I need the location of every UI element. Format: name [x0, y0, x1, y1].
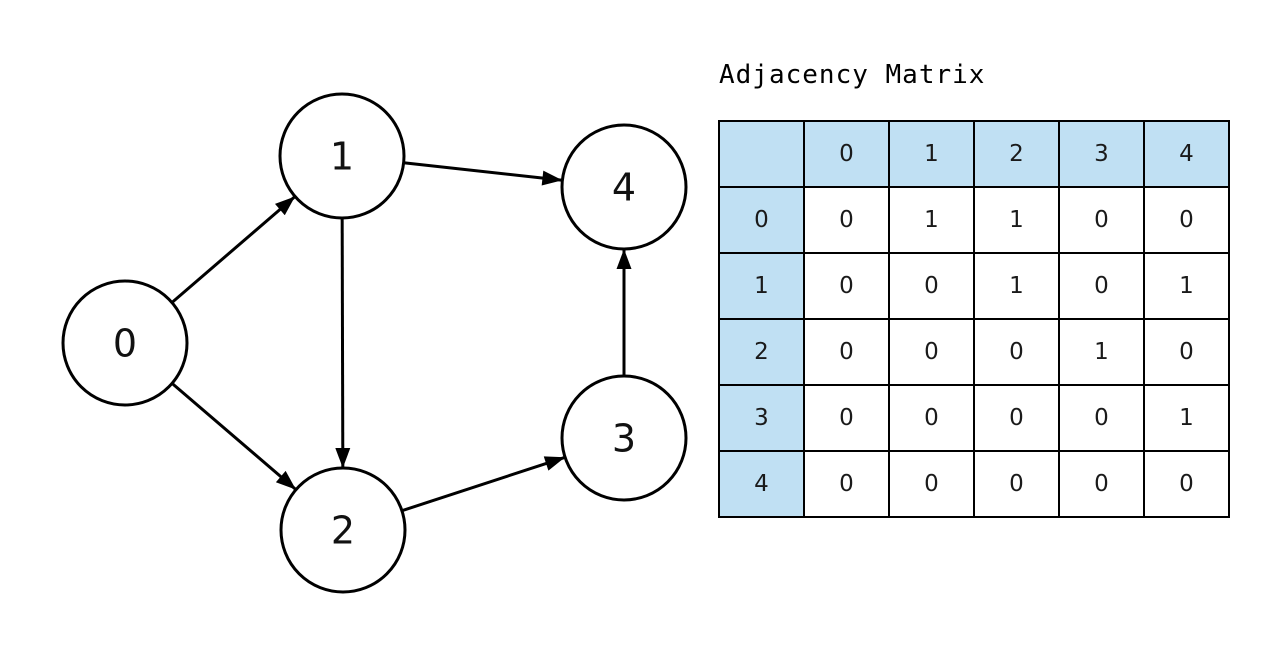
directed-graph: 0 1 2 3 4: [61, 92, 688, 594]
matrix-cell-3-0: 0: [803, 384, 890, 452]
matrix-cell-4-0: 0: [803, 450, 890, 518]
matrix-cell-4-4: 0: [1143, 450, 1230, 518]
matrix-row-header-2: 2: [718, 318, 805, 386]
matrix-cell-0-3: 0: [1058, 186, 1145, 254]
matrix-corner-cell: [718, 120, 805, 188]
matrix-cell-3-1: 0: [888, 384, 975, 452]
matrix-row-header-0: 0: [718, 186, 805, 254]
edge-1-to-4: [403, 161, 563, 186]
matrix-cell-3-4: 1: [1143, 384, 1230, 452]
matrix-row-header-1: 1: [718, 252, 805, 320]
matrix-cell-0-2: 1: [973, 186, 1060, 254]
matrix-cell-1-4: 1: [1143, 252, 1230, 320]
matrix-cell-1-0: 0: [803, 252, 890, 320]
matrix-cell-0-1: 1: [888, 186, 975, 254]
matrix-cell-1-1: 0: [888, 252, 975, 320]
matrix-col-header-0: 0: [803, 120, 890, 188]
matrix-title: Adjacency Matrix: [719, 60, 986, 90]
graph-node-1: [278, 92, 406, 220]
matrix-cell-2-2: 0: [973, 318, 1060, 386]
matrix-cell-2-0: 0: [803, 318, 890, 386]
matrix-row-header-3: 3: [718, 384, 805, 452]
matrix-cell-0-0: 0: [803, 186, 890, 254]
matrix-col-header-2: 2: [973, 120, 1060, 188]
matrix-col-header-1: 1: [888, 120, 975, 188]
matrix-cell-3-3: 0: [1058, 384, 1145, 452]
matrix-row-header-4: 4: [718, 450, 805, 518]
matrix-cell-4-1: 0: [888, 450, 975, 518]
graph-node-label-4: 4: [612, 166, 636, 210]
graph-node-label-3: 3: [612, 417, 636, 461]
matrix-col-header-3: 3: [1058, 120, 1145, 188]
graph-node-0: [61, 279, 189, 407]
graph-node-2: [279, 466, 407, 594]
edge-1-to-2: [335, 217, 351, 469]
graph-node-label-1: 1: [330, 135, 354, 179]
graph-node-3: [560, 374, 688, 502]
edge-2-to-3: [401, 455, 566, 513]
matrix-cell-0-4: 0: [1143, 186, 1230, 254]
graph-node-label-2: 2: [331, 509, 355, 553]
matrix-cell-2-4: 0: [1143, 318, 1230, 386]
graph-node-label-0: 0: [113, 322, 137, 366]
matrix-cell-1-3: 0: [1058, 252, 1145, 320]
edge-0-to-2: [171, 382, 297, 491]
matrix-cell-2-1: 0: [888, 318, 975, 386]
matrix-col-header-4: 4: [1143, 120, 1230, 188]
matrix-cell-3-2: 0: [973, 384, 1060, 452]
matrix-cell-4-2: 0: [973, 450, 1060, 518]
matrix-cell-2-3: 1: [1058, 318, 1145, 386]
graph-node-4: [560, 123, 688, 251]
matrix-cell-4-3: 0: [1058, 450, 1145, 518]
edge-0-to-1: [170, 195, 297, 304]
matrix-cell-1-2: 1: [973, 252, 1060, 320]
